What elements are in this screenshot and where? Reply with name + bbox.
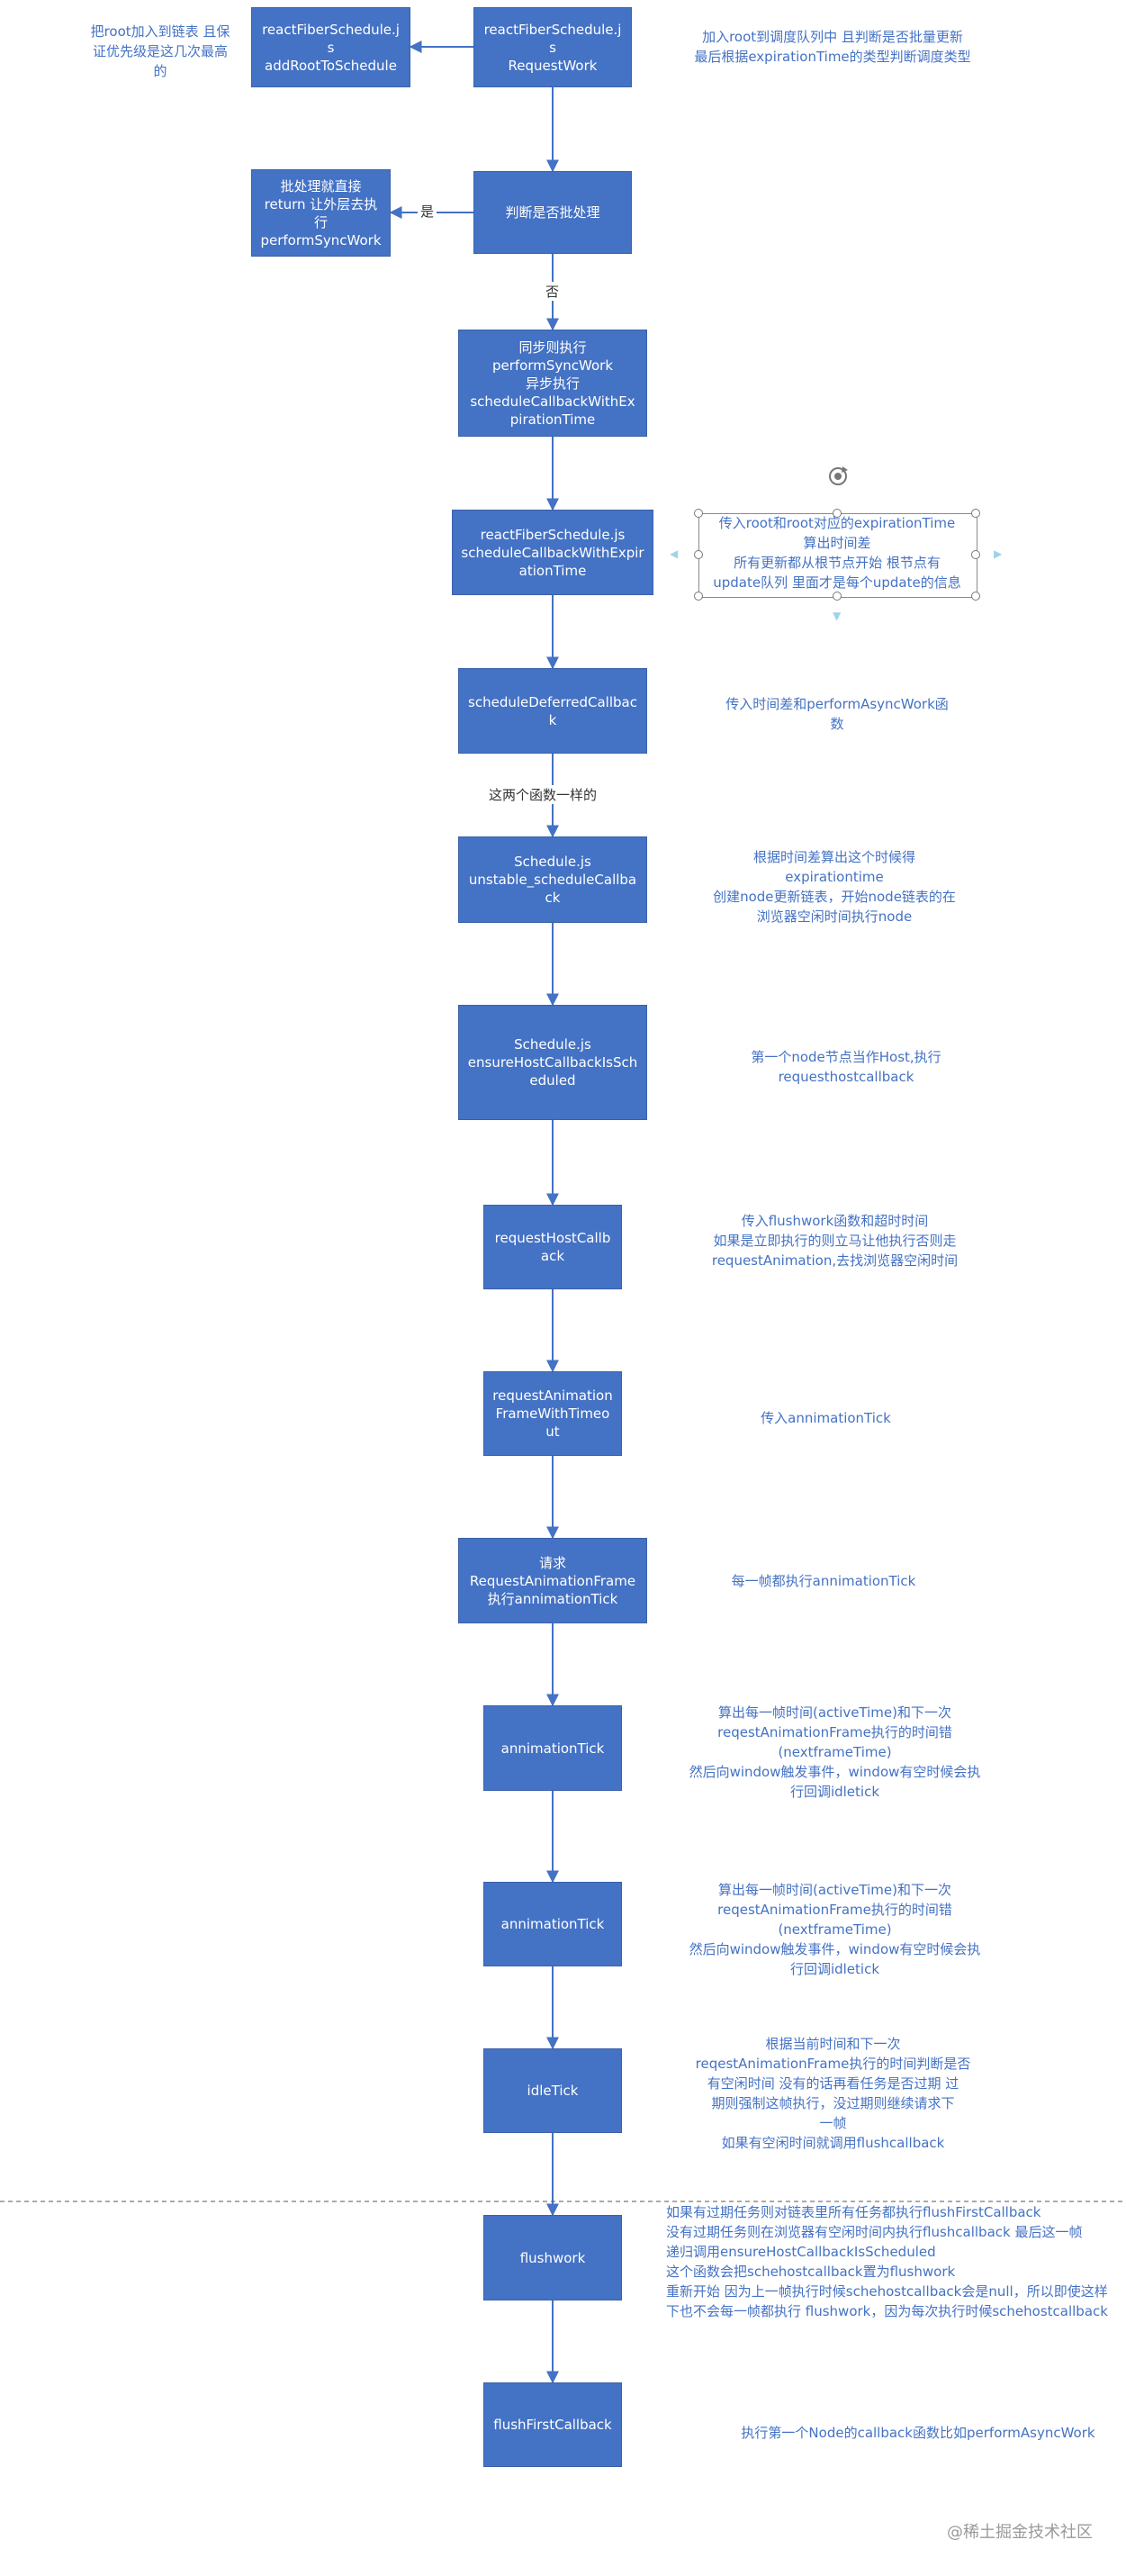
- node-flushwork[interactable]: flushwork: [483, 2215, 622, 2300]
- node-raf-with-timeout[interactable]: requestAnimationFrameWithTimeout: [483, 1371, 622, 1456]
- node-animation-tick-1[interactable]: annimationTick: [483, 1705, 622, 1791]
- note-flush-first-callback: 执行第一个Node的callback函数比如performAsyncWork: [741, 2425, 1095, 2441]
- resize-handle-bottom-left[interactable]: [694, 592, 703, 601]
- resize-handle-bottom[interactable]: [833, 592, 842, 601]
- resize-handle-top-left[interactable]: [694, 509, 703, 518]
- expand-left-icon[interactable]: ◀: [670, 547, 679, 560]
- note-request-host-callback: 传入flushwork函数和超时时间 如果是立即执行的则立马让他执行否则走 re…: [711, 1213, 959, 1269]
- node-request-host-callback[interactable]: requestHostCallback: [483, 1205, 622, 1289]
- note-unstable-schedule: 根据时间差算出这个时候得 expirationtime 创建node更新链表，开…: [713, 849, 956, 925]
- resize-handle-top[interactable]: [833, 509, 842, 518]
- node-idle-tick[interactable]: idleTick: [483, 2048, 622, 2133]
- node-request-animation-frame[interactable]: 请求 RequestAnimationFrame执行annimationTick: [458, 1538, 647, 1623]
- node-perform-sync-work[interactable]: 批处理就直接 return 让外层去执 行 performSyncWork: [251, 169, 391, 257]
- edge-label-same-function: 这两个函数一样的: [486, 785, 600, 804]
- resize-handle-bottom-right[interactable]: [971, 592, 980, 601]
- node-flush-first-callback[interactable]: flushFirstCallback: [483, 2382, 622, 2467]
- note-ensure-host-callback: 第一个node节点当作Host,执行 requesthostcallback: [751, 1049, 941, 1085]
- note-animation-tick-2: 算出每一帧时间(activeTime)和下一次 reqestAnimationF…: [689, 1882, 981, 1977]
- node-is-batching[interactable]: 判断是否批处理: [473, 171, 632, 254]
- note-schedule-callback-with-expiration: 传入root和root对应的expirationTime 算出时间差 所有更新都…: [713, 515, 961, 591]
- note-idle-tick: 根据当前时间和下一次 reqestAnimationFrame执行的时间判断是否…: [695, 2036, 971, 2151]
- note-request-animation-frame: 每一帧都执行annimationTick: [731, 1573, 916, 1589]
- node-schedule-deferred-callback[interactable]: scheduleDeferredCallback: [458, 668, 647, 754]
- note-animation-tick-1: 算出每一帧时间(activeTime)和下一次 reqestAnimationF…: [689, 1704, 981, 1800]
- watermark: @稀土掘金技术社区: [947, 2523, 1093, 2542]
- note-schedule-deferred: 传入时间差和performAsyncWork函 数: [725, 696, 949, 732]
- expand-down-icon[interactable]: ▼: [833, 610, 842, 622]
- edge-label-no: 否: [543, 282, 563, 301]
- node-sync-or-async[interactable]: 同步则执行 performSyncWork 异步执行 scheduleCallb…: [458, 330, 647, 437]
- resize-handle-top-right[interactable]: [971, 509, 980, 518]
- note-flushwork: 如果有过期任务则对链表里所有任务都执行flushFirstCallback 没有…: [666, 2204, 1108, 2319]
- expand-right-icon[interactable]: ▶: [994, 547, 1003, 560]
- resize-handle-left[interactable]: [694, 550, 703, 559]
- node-ensure-host-callback[interactable]: Schedule.js ensureHostCallbackIsSchedule…: [458, 1005, 647, 1120]
- edge-label-yes: 是: [418, 202, 437, 221]
- node-unstable-schedule-callback[interactable]: Schedule.js unstable_scheduleCallback: [458, 836, 647, 923]
- resize-handle-right[interactable]: [971, 550, 980, 559]
- node-add-root-to-schedule[interactable]: reactFiberSchedule.js addRootToSchedule: [251, 7, 410, 87]
- node-request-work[interactable]: reactFiberSchedule.js RequestWork: [473, 7, 632, 87]
- note-request-work: 加入root到调度队列中 且判断是否批量更新 最后根据expirationTim…: [694, 29, 971, 65]
- node-schedule-callback-with-expiration[interactable]: reactFiberSchedule.js scheduleCallbackWi…: [452, 510, 653, 595]
- node-animation-tick-2[interactable]: annimationTick: [483, 1882, 622, 1966]
- note-raf-with-timeout: 传入annimationTick: [761, 1410, 891, 1426]
- rotate-handle-icon[interactable]: [824, 463, 851, 490]
- note-add-root: 把root加入到链表 且保 证优先级是这几次最高 的: [90, 23, 230, 79]
